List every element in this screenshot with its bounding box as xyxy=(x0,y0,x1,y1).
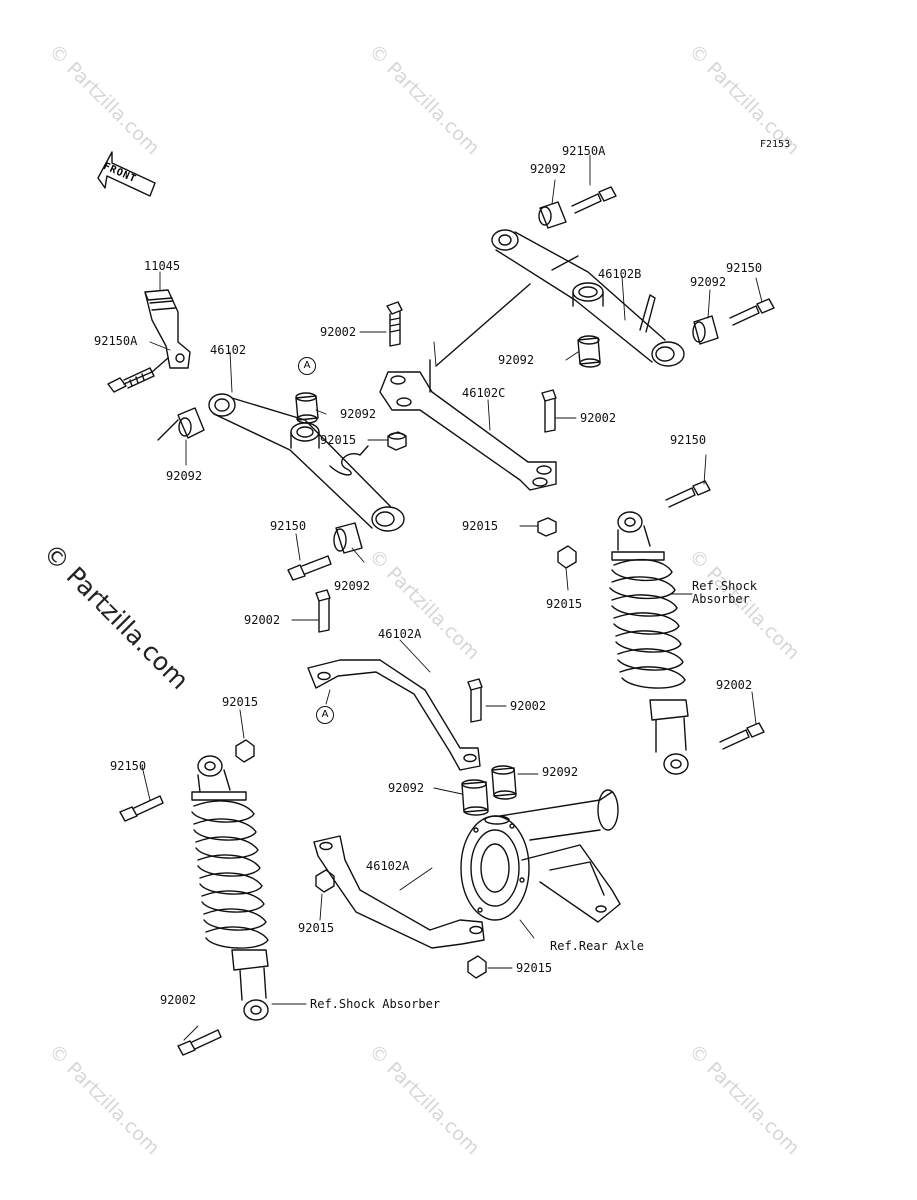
bracket-11045 xyxy=(144,289,191,369)
bushing-92092-axle-b xyxy=(491,765,517,800)
nut-92015-bottom-right xyxy=(467,955,487,979)
ref-shock-absorber-left: Ref.Shock Absorber xyxy=(310,997,441,1011)
arm-46102A-top xyxy=(307,659,481,771)
bolt-92002-top xyxy=(386,301,403,347)
bushing-92092-left xyxy=(177,407,205,439)
part-label: 46102 xyxy=(210,343,247,357)
nut-92015-bottom-left xyxy=(315,869,335,893)
rear-axle-housing xyxy=(460,789,621,923)
part-label: 92015 xyxy=(222,695,259,709)
part-label: 92092 xyxy=(542,765,579,779)
part-label: 92092 xyxy=(498,353,535,367)
bolt-92002-46102C xyxy=(541,389,557,433)
bolt-92150A-top xyxy=(571,186,617,214)
part-label: 92015 xyxy=(516,961,553,975)
bushing-92092-axle-a xyxy=(461,779,489,816)
part-label: 92092 xyxy=(166,469,203,483)
part-label: 92002 xyxy=(580,411,617,425)
nut-92015-shock-right xyxy=(557,545,577,569)
part-label: 92150 xyxy=(270,519,307,533)
nut-92015-shock-left xyxy=(235,739,255,763)
part-label: 92002 xyxy=(160,993,197,1007)
leader-lines xyxy=(141,154,763,1041)
bolt-92150-shock-right xyxy=(665,480,711,508)
ref-rear-axle: Ref.Rear Axle xyxy=(550,939,644,953)
part-label: 46102C xyxy=(462,386,506,400)
part-label: 92150A xyxy=(562,144,606,158)
bolt-92150-shock-left xyxy=(119,795,164,822)
bushing-92092-46102B xyxy=(577,335,601,368)
part-label: 92002 xyxy=(244,613,281,627)
bolt-92002-axle xyxy=(467,678,483,723)
shock-absorber-left xyxy=(191,755,269,1021)
bolt-92150A-left xyxy=(107,367,155,393)
part-label: 92092 xyxy=(334,579,371,593)
part-label: 46102A xyxy=(366,859,410,873)
front-arrow-icon xyxy=(97,151,156,197)
part-label: 92015 xyxy=(462,519,499,533)
part-label: 46102B xyxy=(598,267,642,281)
arm-46102C xyxy=(379,255,579,491)
callout-a: A xyxy=(298,357,316,375)
part-label: 92092 xyxy=(530,162,567,176)
part-label: 11045 xyxy=(144,259,181,273)
nut-92015-mid xyxy=(387,431,407,451)
arm-46102B xyxy=(491,229,685,367)
callout-a: A xyxy=(316,706,334,724)
bolt-92002-46102A xyxy=(315,589,331,633)
part-label: 92015 xyxy=(298,921,335,935)
part-label: 92150A xyxy=(94,334,138,348)
bolt-92002-shock-left xyxy=(177,1029,222,1056)
nut-92015-46102C xyxy=(537,517,557,537)
part-label: 92092 xyxy=(690,275,727,289)
part-label: 92092 xyxy=(340,407,377,421)
part-label: 92015 xyxy=(546,597,583,611)
part-label: 92002 xyxy=(510,699,547,713)
part-label: 92092 xyxy=(388,781,425,795)
bushing-92092-top xyxy=(538,201,567,229)
bushing-92092-mid xyxy=(295,392,319,424)
part-label: 92002 xyxy=(320,325,357,339)
figure-code: F2153 xyxy=(760,139,791,150)
bolt-92002-shock-right xyxy=(719,722,765,750)
part-label: 92002 xyxy=(716,678,753,692)
bushing-92092-right xyxy=(692,315,719,345)
bolt-92150-lower-left xyxy=(287,555,332,581)
shock-absorber-right xyxy=(609,511,689,775)
bushing-92092-lower xyxy=(333,522,363,554)
part-label: 92150 xyxy=(670,433,707,447)
part-label: 92150 xyxy=(726,261,763,275)
part-label: 46102A xyxy=(378,627,422,641)
ref-shock-absorber-right: Ref.Shock Absorber xyxy=(692,579,758,606)
bolt-92150-right xyxy=(729,298,775,326)
part-label: 92150 xyxy=(110,759,147,773)
part-label: 92015 xyxy=(320,433,357,447)
arm-46102A-bottom xyxy=(313,835,485,949)
